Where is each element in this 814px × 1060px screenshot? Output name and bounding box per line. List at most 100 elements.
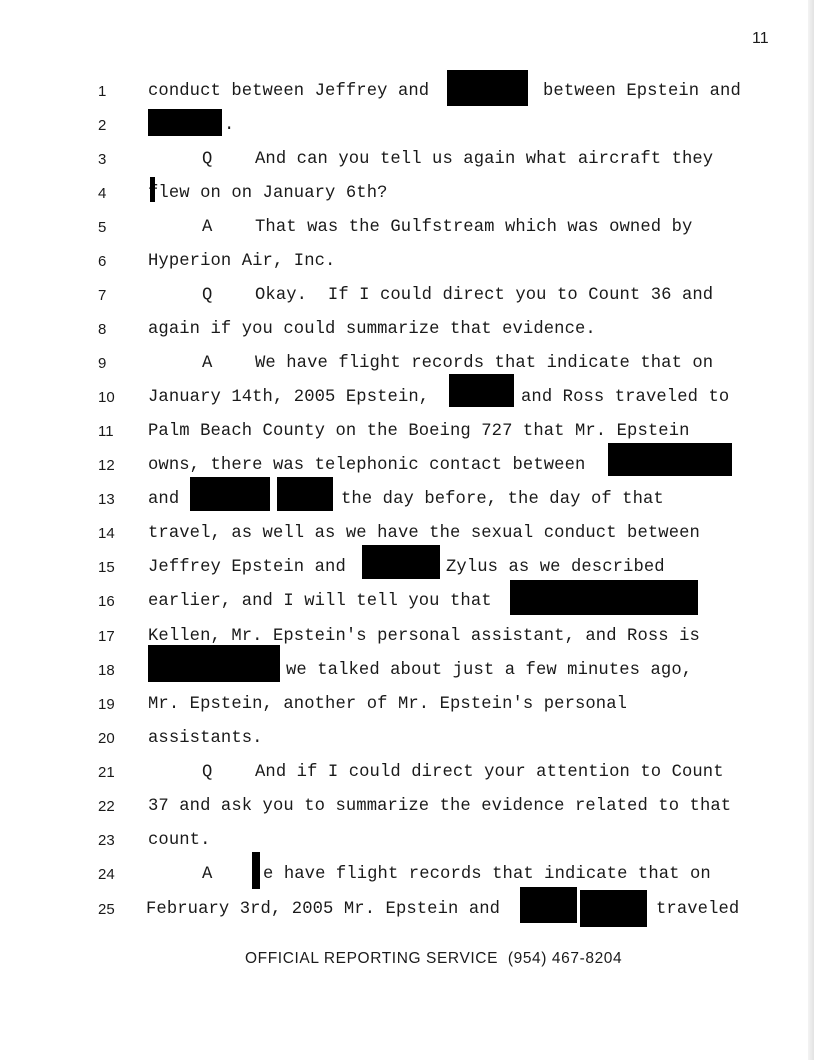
transcript-line: 5 A That was the Gulfstream which was ow…: [0, 216, 814, 240]
transcript-line: 4 flew on on January 6th?: [0, 182, 814, 206]
footer-reporting-service: OFFICIAL REPORTING SERVICE (954) 467-820…: [245, 950, 623, 967]
redaction-box: [447, 70, 528, 106]
transcript-line: 12 owns, there was telephonic contact be…: [0, 454, 814, 478]
redaction-box: [580, 890, 647, 927]
speaker-label: Q: [202, 763, 213, 782]
line-number: 20: [98, 730, 115, 747]
line-number: 4: [98, 185, 107, 202]
line-number: 18: [98, 662, 115, 679]
line-text: Okay. If I could direct you to Count 36 …: [255, 286, 714, 305]
speaker-label: A: [202, 218, 213, 237]
line-text: .: [224, 116, 235, 135]
line-text: travel, as well as we have the sexual co…: [148, 524, 700, 543]
line-number: 9: [98, 355, 107, 372]
transcript-line: 16 earlier, and I will tell you that: [0, 590, 814, 614]
transcript-line: 22 37 and ask you to summarize the evide…: [0, 795, 814, 819]
transcript-line: 13 and the day before, the day of that: [0, 488, 814, 512]
transcript-line: 8 again if you could summarize that evid…: [0, 318, 814, 342]
line-text: owns, there was telephonic contact betwe…: [148, 456, 586, 475]
redaction-box: [608, 443, 732, 476]
line-text: Kellen, Mr. Epstein's personal assistant…: [148, 627, 700, 646]
speaker-label: Q: [202, 286, 213, 305]
transcript-line: 18 we talked about just a few minutes ag…: [0, 659, 814, 683]
transcript-line: 11 Palm Beach County on the Boeing 727 t…: [0, 420, 814, 444]
page-number: 11: [752, 30, 769, 47]
speaker-label: A: [202, 354, 213, 373]
redaction-box: [449, 374, 514, 407]
line-number: 16: [98, 593, 115, 610]
transcript-line: 23 count.: [0, 829, 814, 853]
line-text: January 14th, 2005 Epstein,: [148, 388, 430, 407]
line-text: Jeffrey Epstein and: [148, 558, 346, 577]
line-number: 1: [98, 83, 107, 100]
line-text: traveled: [656, 900, 740, 919]
line-number: 21: [98, 764, 115, 781]
line-number: 2: [98, 117, 107, 134]
redaction-box: [362, 545, 440, 579]
line-number: 22: [98, 798, 115, 815]
redaction-mark: [252, 852, 260, 889]
transcript-line: 2 .: [0, 114, 814, 138]
transcript-line: 3 Q And can you tell us again what aircr…: [0, 148, 814, 172]
speaker-label: A: [202, 865, 213, 884]
line-number: 19: [98, 696, 115, 713]
line-text: And can you tell us again what aircraft …: [255, 150, 714, 169]
transcript-line: 25 February 3rd, 2005 Mr. Epstein and tr…: [0, 898, 814, 922]
line-text: And if I could direct your attention to …: [255, 763, 724, 782]
page-edge: [808, 0, 814, 1060]
redaction-box: [148, 109, 222, 136]
transcript-line: 9 A We have flight records that indicate…: [0, 352, 814, 376]
line-number: 5: [98, 219, 107, 236]
line-number: 10: [98, 389, 115, 406]
line-text: the day before, the day of that: [341, 490, 664, 509]
transcript-line: 24 A e have flight records that indicate…: [0, 863, 814, 887]
transcript-line: 6 Hyperion Air, Inc.: [0, 250, 814, 274]
line-text: 37 and ask you to summarize the evidence…: [148, 797, 732, 816]
line-number: 25: [98, 901, 115, 918]
transcript-line: 21 Q And if I could direct your attentio…: [0, 761, 814, 785]
line-number: 12: [98, 457, 115, 474]
redaction-box: [277, 477, 333, 511]
line-text: earlier, and I will tell you that: [148, 592, 492, 611]
line-number: 13: [98, 491, 115, 508]
transcript-line: 20 assistants.: [0, 727, 814, 751]
transcript-line: 19 Mr. Epstein, another of Mr. Epstein's…: [0, 693, 814, 717]
transcript-line: 15 Jeffrey Epstein and Zylus as we descr…: [0, 556, 814, 580]
redaction-box: [520, 887, 577, 923]
line-text: February 3rd, 2005 Mr. Epstein and: [146, 900, 501, 919]
line-number: 3: [98, 151, 107, 168]
line-text: again if you could summarize that eviden…: [148, 320, 596, 339]
line-text: between Epstein and: [543, 82, 741, 101]
line-text: we talked about just a few minutes ago,: [286, 661, 693, 680]
line-number: 14: [98, 525, 115, 542]
line-text: We have flight records that indicate tha…: [255, 354, 714, 373]
line-text: and Ross traveled to: [521, 388, 730, 407]
transcript-line: 17 Kellen, Mr. Epstein's personal assist…: [0, 625, 814, 649]
line-number: 7: [98, 287, 107, 304]
redaction-box: [148, 645, 280, 682]
line-number: 23: [98, 832, 115, 849]
line-text: assistants.: [148, 729, 263, 748]
line-number: 8: [98, 321, 107, 338]
line-text: flew on on January 6th?: [148, 184, 388, 203]
line-text: conduct between Jeffrey and: [148, 82, 430, 101]
transcript-line: 14 travel, as well as we have the sexual…: [0, 522, 814, 546]
line-text: Hyperion Air, Inc.: [148, 252, 336, 271]
line-number: 6: [98, 253, 107, 270]
line-number: 24: [98, 866, 115, 883]
redaction-box: [190, 477, 270, 511]
speaker-label: Q: [202, 150, 213, 169]
line-text: Palm Beach County on the Boeing 727 that…: [148, 422, 690, 441]
line-text: Mr. Epstein, another of Mr. Epstein's pe…: [148, 695, 628, 714]
line-text: That was the Gulfstream which was owned …: [255, 218, 693, 237]
redaction-mark: [150, 177, 155, 202]
transcript-line: 1 conduct between Jeffrey and between Ep…: [0, 80, 814, 104]
transcript-line: 7 Q Okay. If I could direct you to Count…: [0, 284, 814, 308]
line-text: count.: [148, 831, 211, 850]
line-text: and: [148, 490, 180, 509]
line-text: e have flight records that indicate that…: [263, 865, 711, 884]
line-number: 17: [98, 628, 115, 645]
transcript-line: 10 January 14th, 2005 Epstein, and Ross …: [0, 386, 814, 410]
line-number: 11: [98, 423, 114, 440]
line-number: 15: [98, 559, 115, 576]
